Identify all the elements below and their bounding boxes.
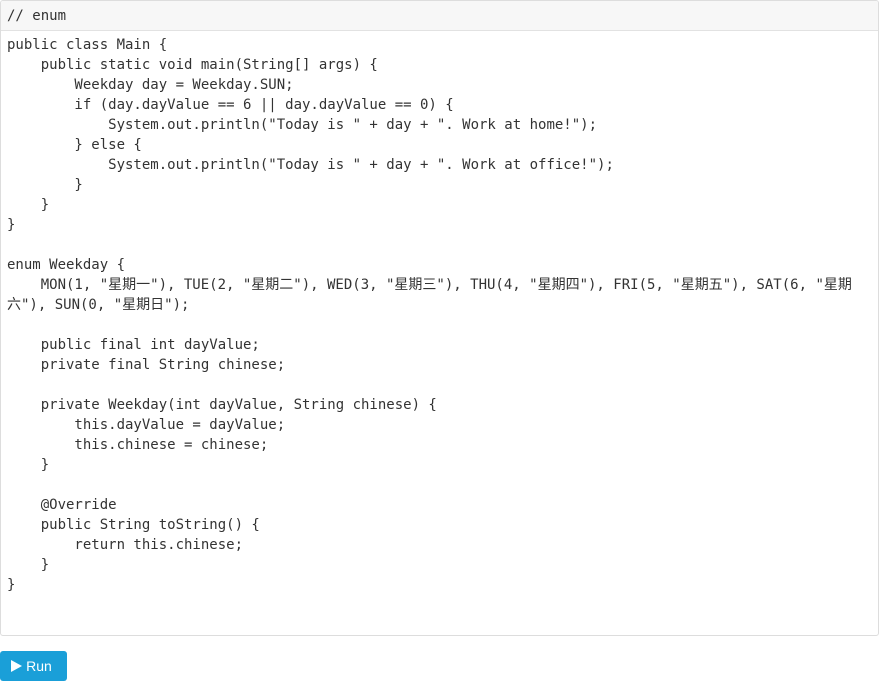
code-line: }: [7, 217, 16, 233]
code-line: private final String chinese;: [7, 357, 286, 373]
editor-header: // enum: [1, 1, 878, 31]
code-line: System.out.println("Today is " + day + "…: [7, 157, 614, 173]
code-line: 六"), SUN(0, "星期日");: [7, 297, 190, 313]
code-line: this.chinese = chinese;: [7, 437, 269, 453]
code-line: enum Weekday {: [7, 257, 126, 273]
code-line: [7, 475, 872, 495]
code-area[interactable]: public class Main { public static void m…: [1, 31, 878, 595]
code-line: MON(1, "星期一"), TUE(2, "星期二"), WED(3, "星期…: [7, 277, 852, 293]
code-editor[interactable]: // enum public class Main { public stati…: [0, 0, 879, 636]
code-block[interactable]: public class Main { public static void m…: [7, 35, 872, 595]
code-line: public class Main {: [7, 37, 168, 53]
code-line: public String toString() {: [7, 517, 260, 533]
code-line: [7, 315, 872, 335]
code-line: }: [7, 457, 50, 473]
code-line: [7, 235, 872, 255]
code-line: @Override: [7, 497, 117, 513]
play-icon: [11, 660, 23, 672]
run-button[interactable]: Run: [0, 651, 67, 681]
code-line: }: [7, 577, 16, 593]
code-line: public static void main(String[] args) {: [7, 57, 378, 73]
code-line: } else {: [7, 137, 142, 153]
code-line: Weekday day = Weekday.SUN;: [7, 77, 294, 93]
code-line: }: [7, 177, 83, 193]
code-line: return this.chinese;: [7, 537, 244, 553]
code-line: this.dayValue = dayValue;: [7, 417, 286, 433]
code-line: }: [7, 197, 50, 213]
code-line: [7, 375, 872, 395]
code-line: public final int dayValue;: [7, 337, 260, 353]
code-line: private Weekday(int dayValue, String chi…: [7, 397, 437, 413]
run-button-label: Run: [26, 658, 52, 674]
code-line: if (day.dayValue == 6 || day.dayValue ==…: [7, 97, 454, 113]
code-line: System.out.println("Today is " + day + "…: [7, 117, 598, 133]
code-line: }: [7, 557, 50, 573]
